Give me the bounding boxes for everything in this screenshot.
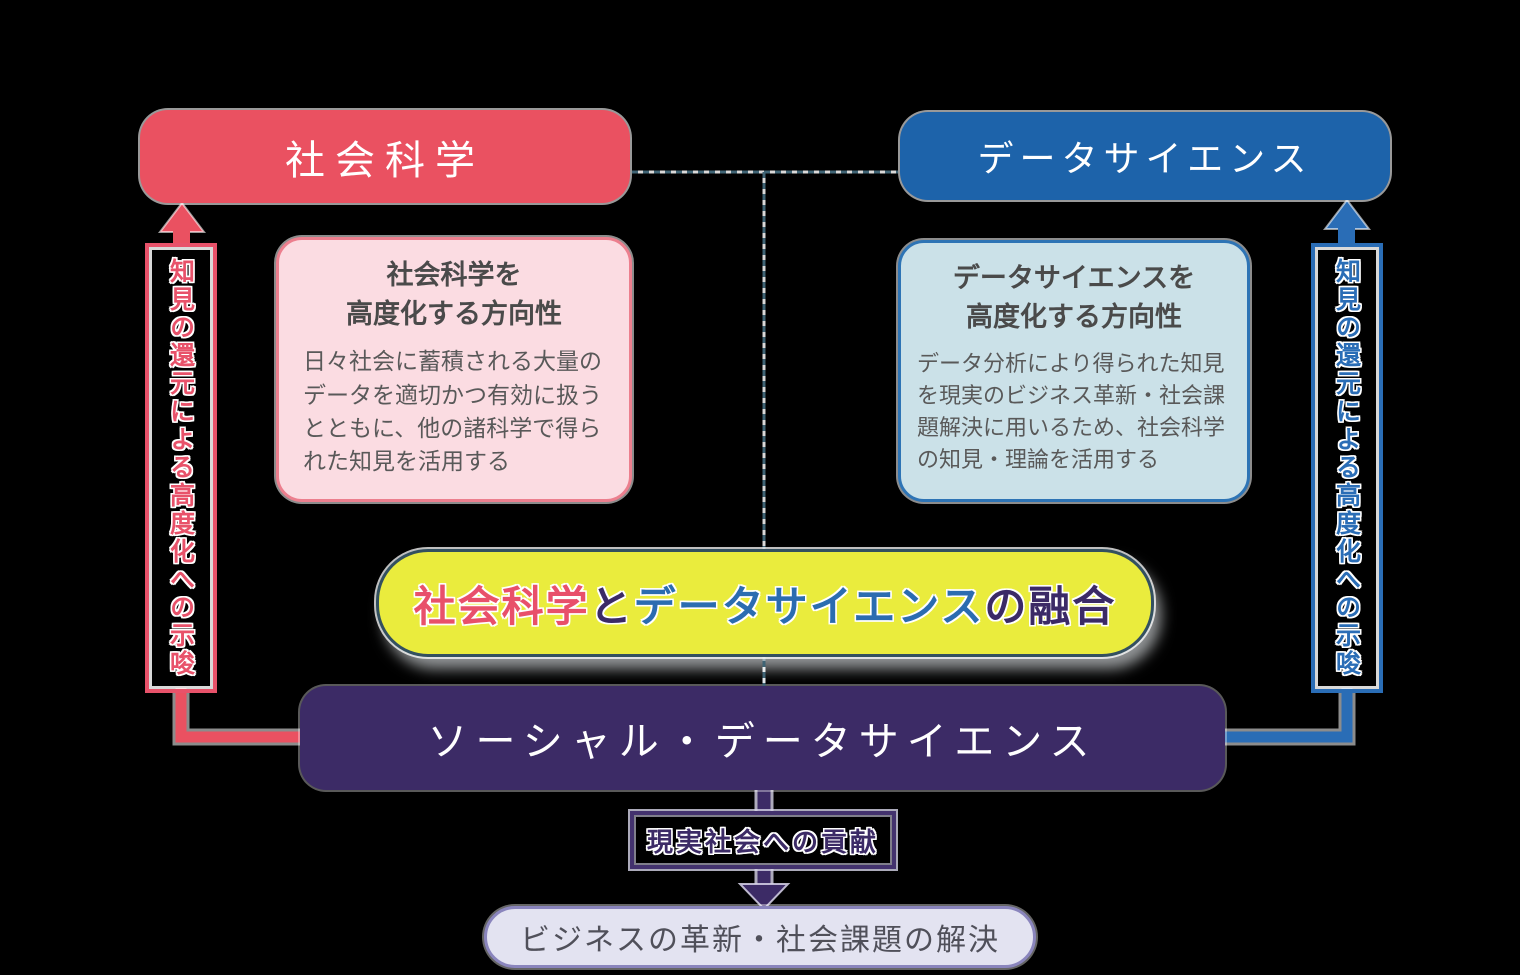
data-science-box: データサイエンス xyxy=(900,112,1390,200)
outcome-label: ビジネスの革新・社会課題の解決 xyxy=(520,923,1000,958)
right-feedback-label: 知見の還元による高度化への示唆 xyxy=(1332,258,1362,678)
social-data-science-label: ソーシャル・データサイエンス xyxy=(427,719,1098,765)
social-science-direction-title: 社会科学を 高度化する方向性 xyxy=(346,260,562,331)
left-feedback-panel: 知見の還元による高度化への示唆 xyxy=(145,243,217,693)
left-feedback-label: 知見の還元による高度化への示唆 xyxy=(166,258,196,678)
data-science-label: データサイエンス xyxy=(977,139,1313,180)
fusion-text-segment: データサイエンス xyxy=(633,581,985,631)
right-feedback-panel: 知見の還元による高度化への示唆 xyxy=(1311,243,1383,693)
fusion-label: 社会科学とデータサイエンスの融合 xyxy=(414,573,1117,634)
data-science-direction-body: データ分析により得られた知見 を現実のビジネス革新・社会課 題解決に用いるため、… xyxy=(917,352,1226,473)
red-feedback-line xyxy=(175,688,306,743)
fusion-text-segment: と xyxy=(589,581,634,631)
fusion-text-segment: の融合 xyxy=(984,581,1117,631)
contribution-box: 現実社会への貢献 xyxy=(630,811,896,869)
fusion-box: 社会科学とデータサイエンスの融合 xyxy=(376,549,1154,657)
fusion-text-segment: 社会科学 xyxy=(413,581,590,631)
blue-feedback-line xyxy=(1220,688,1353,743)
red-up-arrow-shaft xyxy=(173,230,190,245)
social-science-direction-panel: 社会科学を 高度化する方向性 日々社会に蓄積される大量の データを適切かつ有効に… xyxy=(276,237,632,502)
social-science-direction-body: 日々社会に蓄積される大量の データを適切かつ有効に扱う とともに、他の諸科学で得… xyxy=(303,349,602,476)
blue-up-arrow-shaft xyxy=(1338,227,1355,245)
purple-down-arrowhead-icon xyxy=(737,883,791,911)
social-science-box: 社会科学 xyxy=(140,110,630,203)
data-science-direction-panel: データサイエンスを 高度化する方向性 データ分析により得られた知見 を現実のビジ… xyxy=(898,240,1250,502)
social-science-label: 社会科学 xyxy=(285,137,485,184)
contribution-label: 現実社会への貢献 xyxy=(646,827,879,858)
data-science-direction-title: データサイエンスを 高度化する方向性 xyxy=(952,263,1196,334)
social-data-science-box: ソーシャル・データサイエンス xyxy=(300,686,1225,790)
outcome-box: ビジネスの革新・社会課題の解決 xyxy=(484,906,1036,968)
